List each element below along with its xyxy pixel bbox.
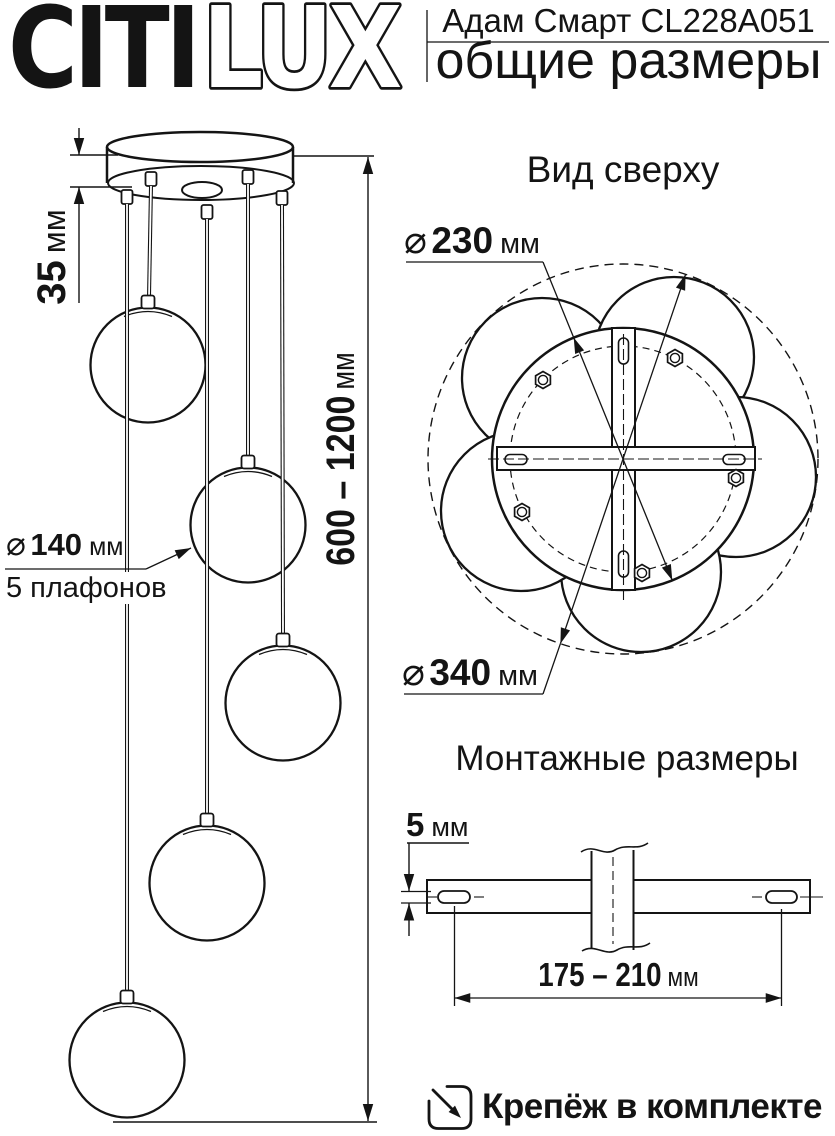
dim-unit: мм	[325, 352, 361, 390]
dim-unit: мм	[89, 533, 124, 561]
dim-value: 5	[406, 806, 425, 843]
dim-canopy-height-label: 35 мм	[30, 209, 74, 305]
dim-value: 140	[30, 527, 83, 562]
slot-extension-lines	[401, 890, 431, 904]
diameter-symbol: ⌀	[404, 218, 427, 262]
dim-value: 600 – 1200	[319, 395, 363, 566]
top-view-title: Вид сверху	[526, 149, 720, 190]
canopy-side	[105, 130, 295, 220]
hardware-included-icon	[427, 1085, 473, 1130]
shade-fittings	[119, 294, 291, 1005]
header-subtitle: общие размеры	[435, 32, 822, 90]
canopy-hole	[181, 181, 223, 199]
dim-value: 175 – 210	[538, 956, 662, 993]
header-divider	[426, 10, 829, 82]
overall-diameter-circle	[427, 263, 819, 655]
dim-35mm-lines	[70, 128, 132, 303]
dim-unit: мм	[431, 812, 469, 842]
cross-strip	[590, 850, 635, 950]
dim-unit: мм	[500, 228, 540, 260]
dim-value: 35	[30, 260, 74, 305]
dim-value: 230	[431, 220, 494, 261]
shade-sphere	[89, 306, 207, 424]
dim-value: 340	[429, 652, 492, 693]
diameter-symbol: ⌀	[6, 524, 26, 563]
logo-text-citi: CITI	[8, 0, 197, 114]
diameter-symbol: ⌀	[402, 650, 425, 694]
dim-span-lines	[453, 906, 783, 1006]
shade-sphere	[148, 824, 266, 942]
citilux-logo: CITI LUX	[8, 0, 408, 116]
top-view	[404, 261, 819, 695]
logo-text-lux: LUX	[203, 0, 401, 114]
shade-sphere	[68, 1001, 186, 1119]
mounting-title: Монтажные размеры	[455, 739, 799, 778]
mounting-slots	[437, 890, 798, 904]
dim-140-leader	[5, 547, 192, 570]
dim-5mm-lines	[403, 842, 469, 936]
break-lines	[580, 842, 651, 953]
hardware-note: Крепёж в комплекте	[482, 1087, 822, 1126]
dim-height-lines	[113, 155, 377, 1123]
header-model: Адам Смарт CL228A051	[442, 2, 815, 39]
shade-count-caption: 5 плафонов	[4, 572, 169, 604]
dim-340-lines	[404, 274, 687, 695]
mounting-view	[401, 842, 823, 1006]
dim-unit: мм	[36, 209, 72, 254]
dim-unit: мм	[667, 962, 699, 992]
shade-sphere	[224, 644, 342, 762]
dim-total-height-label: 600 – 1200 мм	[319, 352, 363, 566]
pendant-side-view	[5, 128, 377, 1123]
dim-unit: мм	[498, 660, 538, 692]
